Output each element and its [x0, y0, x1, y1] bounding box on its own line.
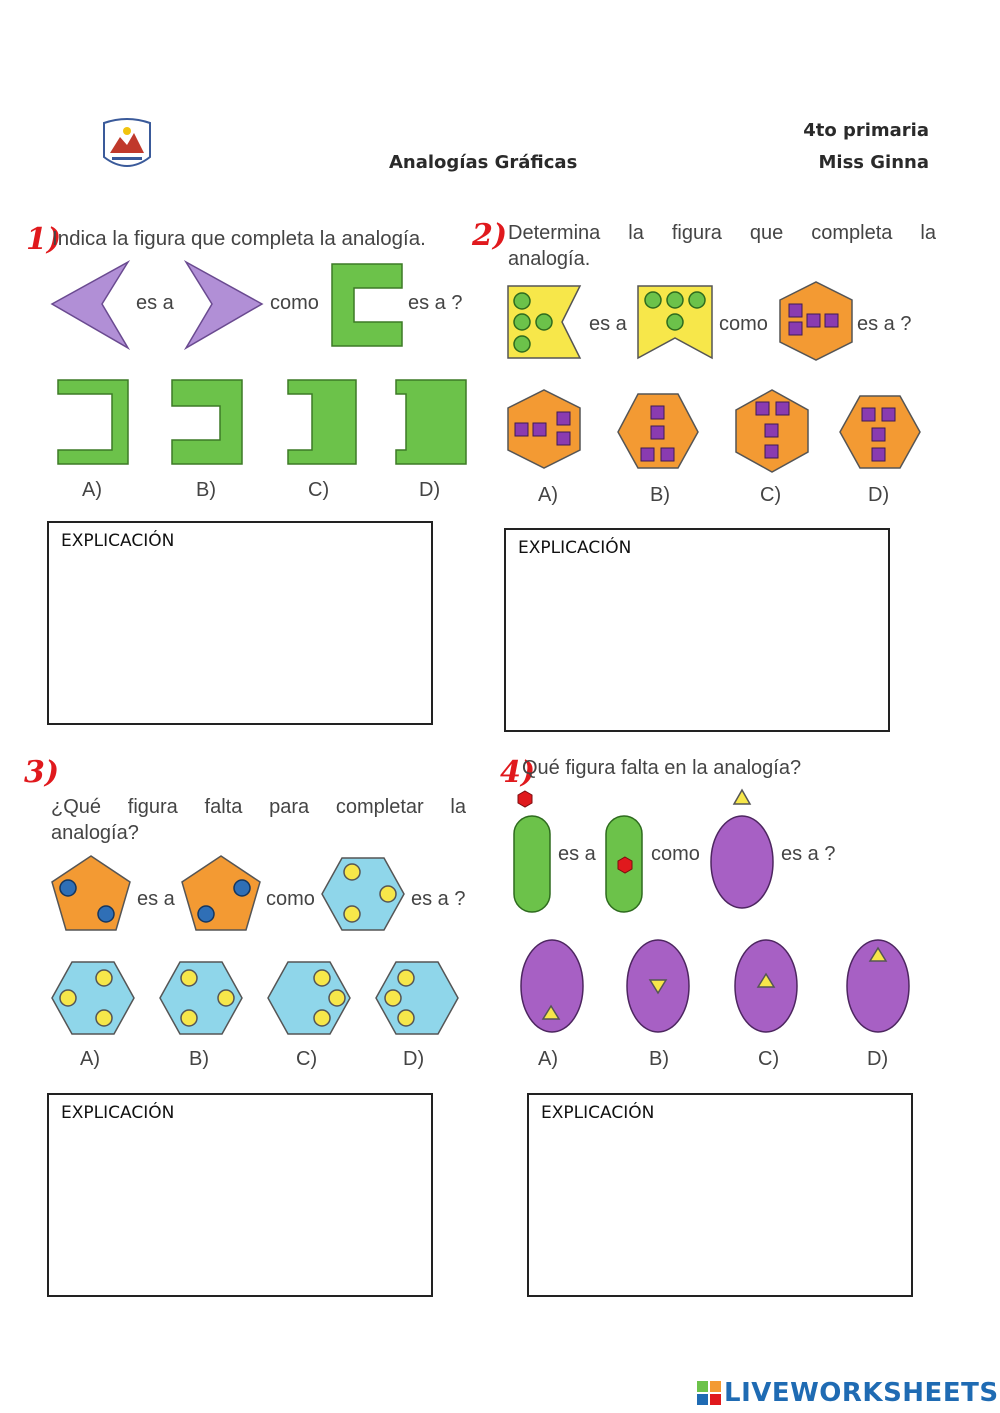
q4-explanation-label: EXPLICACIÓN — [541, 1103, 655, 1123]
brand-name: LIVEWORKSHEETS — [724, 1378, 999, 1408]
q4-purple-ellipse — [710, 815, 774, 909]
q2-word-esa-q: es a ? — [857, 313, 912, 335]
q4-option-c[interactable]: C) — [758, 1048, 780, 1070]
q4-option-a[interactable]: A) — [538, 1048, 558, 1070]
q1-c-shape — [331, 263, 403, 347]
school-logo — [102, 117, 152, 177]
q1-option-a-shape — [57, 379, 129, 465]
q3-prompt-line2: analogía? — [51, 822, 139, 844]
grade-label: 4to primaria — [803, 120, 929, 141]
q4-option-d[interactable]: D) — [867, 1048, 889, 1070]
q2-explanation-box[interactable]: EXPLICACIÓN — [504, 528, 890, 732]
q3-explanation-box[interactable]: EXPLICACIÓN — [47, 1093, 433, 1297]
q2-option-b[interactable]: B) — [650, 484, 670, 506]
q2-explanation-label: EXPLICACIÓN — [518, 538, 632, 558]
q4-word-esa-q: es a ? — [781, 843, 836, 865]
liveworksheets-logo: LIVEWORKSHEETS — [697, 1377, 998, 1409]
q3-word-esa: es a — [137, 888, 175, 910]
q3-figures — [50, 852, 470, 936]
q4-number: 4) — [500, 755, 536, 790]
q2-word-como: como — [719, 313, 768, 335]
school-crest-icon — [103, 118, 151, 167]
q4-explanation-box[interactable]: EXPLICACIÓN — [527, 1093, 913, 1297]
q3-explanation-label: EXPLICACIÓN — [61, 1103, 175, 1123]
page-title: Analogías Gráficas — [389, 152, 578, 173]
q4-option-shapes — [516, 938, 916, 1036]
q4-word-como: como — [651, 843, 700, 865]
q4-yellow-triangle-top — [732, 788, 752, 805]
q1-option-d-shape — [395, 379, 467, 465]
q1-figures — [50, 258, 480, 358]
q4-word-esa: es a — [558, 843, 596, 865]
q2-prompt-line1: Determina la figura que completa la — [508, 222, 936, 244]
q2-option-shapes — [506, 388, 926, 473]
q1-option-b[interactable]: B) — [196, 479, 216, 501]
q4-green-capsule-1 — [513, 815, 551, 913]
q1-option-a[interactable]: A) — [82, 479, 102, 501]
q2-option-c[interactable]: C) — [760, 484, 782, 506]
q4-red-hexagon-top — [517, 790, 533, 808]
q1-explanation-label: EXPLICACIÓN — [61, 531, 175, 551]
q2-number: 2) — [472, 218, 508, 253]
q4-prompt: Qué figura falta en la analogía? — [522, 757, 802, 779]
q1-word-esa-q: es a ? — [408, 292, 463, 314]
q2-word-esa: es a — [589, 313, 627, 335]
q1-explanation-box[interactable]: EXPLICACIÓN — [47, 521, 433, 725]
q1-prompt: Indica la figura que completa la analogí… — [52, 227, 426, 250]
q1-word-esa: es a — [136, 292, 174, 314]
q1-option-shapes — [50, 376, 480, 468]
q2-option-a[interactable]: A) — [538, 484, 558, 506]
teacher-label: Miss Ginna — [818, 152, 930, 173]
q1-option-b-shape — [171, 379, 243, 465]
q1-word-como: como — [270, 292, 319, 314]
q3-option-c[interactable]: C) — [296, 1048, 318, 1070]
q3-word-esa-q: es a ? — [411, 888, 466, 910]
q1-option-d[interactable]: D) — [419, 479, 441, 501]
q3-option-shapes — [50, 958, 470, 1038]
lws-mark-icon — [697, 1381, 721, 1405]
q3-option-d[interactable]: D) — [403, 1048, 425, 1070]
q3-option-a[interactable]: A) — [80, 1048, 100, 1070]
q2-option-d[interactable]: D) — [868, 484, 890, 506]
q1-option-c-shape — [287, 379, 357, 465]
q4-red-hexagon-inside — [617, 856, 633, 874]
q3-hexagon — [321, 857, 405, 931]
q1-right-arrow — [183, 259, 264, 351]
q1-left-arrow — [50, 259, 131, 351]
q1-option-c[interactable]: C) — [308, 479, 330, 501]
q2-figures — [506, 280, 926, 364]
q3-word-como: como — [266, 888, 315, 910]
q1-number: 1) — [26, 222, 62, 257]
q4-figures — [510, 788, 810, 914]
q4-option-b[interactable]: B) — [649, 1048, 669, 1070]
q3-option-b[interactable]: B) — [189, 1048, 209, 1070]
q3-number: 3) — [24, 755, 60, 790]
q3-prompt-line1: ¿Qué figura falta para completar la — [51, 796, 466, 818]
q2-prompt-line2: analogía. — [508, 248, 591, 270]
